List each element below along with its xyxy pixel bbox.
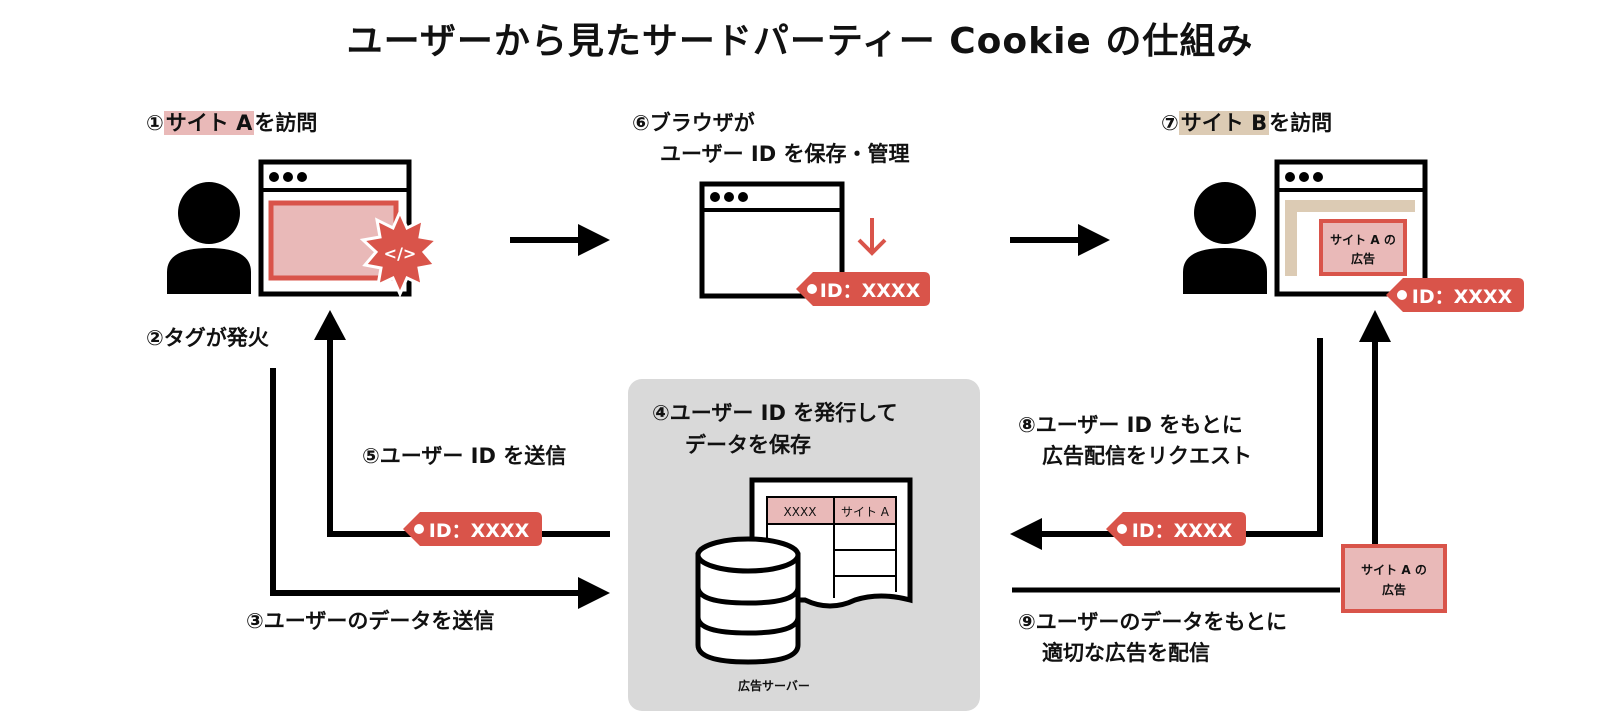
step-4-label-line1: ④ユーザー ID を発行して (652, 401, 898, 425)
site-a-ad-in-browser: サイト A の 広告 (1319, 219, 1407, 276)
database-icon (695, 536, 801, 665)
table-cell-id: XXXX (784, 505, 817, 519)
step-2-label: ②タグが発火 (146, 326, 269, 350)
user-icon-left (167, 182, 251, 294)
id-tag-site-b-text: ID：XXXX (1412, 286, 1513, 308)
step-6-label-line2: ユーザー ID を保存・管理 (660, 142, 910, 166)
step-1-number: ① (146, 111, 164, 135)
site-a-highlight: サイト A (163, 111, 255, 135)
diagram-title: ユーザーから見たサードパーティー Cookie の仕組み (346, 21, 1254, 62)
id-tag-browser: ID：XXXX (796, 272, 930, 306)
delivered-ad-label-line1: サイト A の (1361, 563, 1427, 577)
step-8-label-line2: 広告配信をリクエスト (1042, 444, 1252, 468)
id-tag-request: ID：XXXX (1106, 512, 1246, 546)
id-tag-send-text: ID：XXXX (429, 520, 530, 542)
step-4-label-line2: データを保存 (685, 433, 811, 457)
delivered-ad-label-line2: 広告 (1382, 582, 1406, 597)
flow-deliver-ad (1012, 310, 1391, 593)
flow-send-user-data (270, 368, 610, 609)
step-6-label-line1: ⑥ブラウザが (632, 111, 755, 135)
id-tag-browser-text: ID：XXXX (820, 280, 921, 302)
flow-send-user-id (314, 310, 610, 537)
arrow-step6-to-step7 (1010, 224, 1110, 256)
code-icon: </> (384, 244, 417, 263)
id-tag-send: ID：XXXX (403, 512, 542, 546)
download-arrow-icon (857, 218, 887, 256)
site-a-ad-delivered: サイト A の 広告 (1341, 544, 1447, 613)
step-8-label-line1: ⑧ユーザー ID をもとに (1018, 413, 1243, 437)
id-tag-request-text: ID：XXXX (1132, 520, 1233, 542)
step-1-label: ①サイト Aを訪問 (146, 108, 317, 138)
user-icon-right (1183, 182, 1267, 294)
ad-server-label: 広告サーバー (738, 678, 810, 693)
step-7-label: ⑦サイト Bを訪問 (1161, 108, 1332, 138)
step-9-label-line2: 適切な広告を配信 (1042, 641, 1210, 665)
step-5-label: ⑤ユーザー ID を送信 (362, 444, 567, 468)
step-7-text: を訪問 (1269, 111, 1333, 135)
step-9-label-line1: ⑨ユーザーのデータをもとに (1018, 610, 1287, 634)
step-1-text: を訪問 (254, 111, 318, 135)
site-b-highlight: サイト B (1178, 111, 1270, 135)
step-3-label: ③ユーザーのデータを送信 (246, 609, 495, 633)
table-cell-site: サイト A (841, 505, 890, 519)
ad-label-line2: 広告 (1351, 251, 1375, 266)
ad-label-line1: サイト A の (1330, 233, 1396, 247)
code-burst-icon: </> (359, 208, 441, 298)
id-tag-site-b: ID：XXXX (1386, 278, 1524, 312)
arrow-step1-to-step6 (510, 224, 610, 256)
step-7-number: ⑦ (1161, 111, 1179, 135)
